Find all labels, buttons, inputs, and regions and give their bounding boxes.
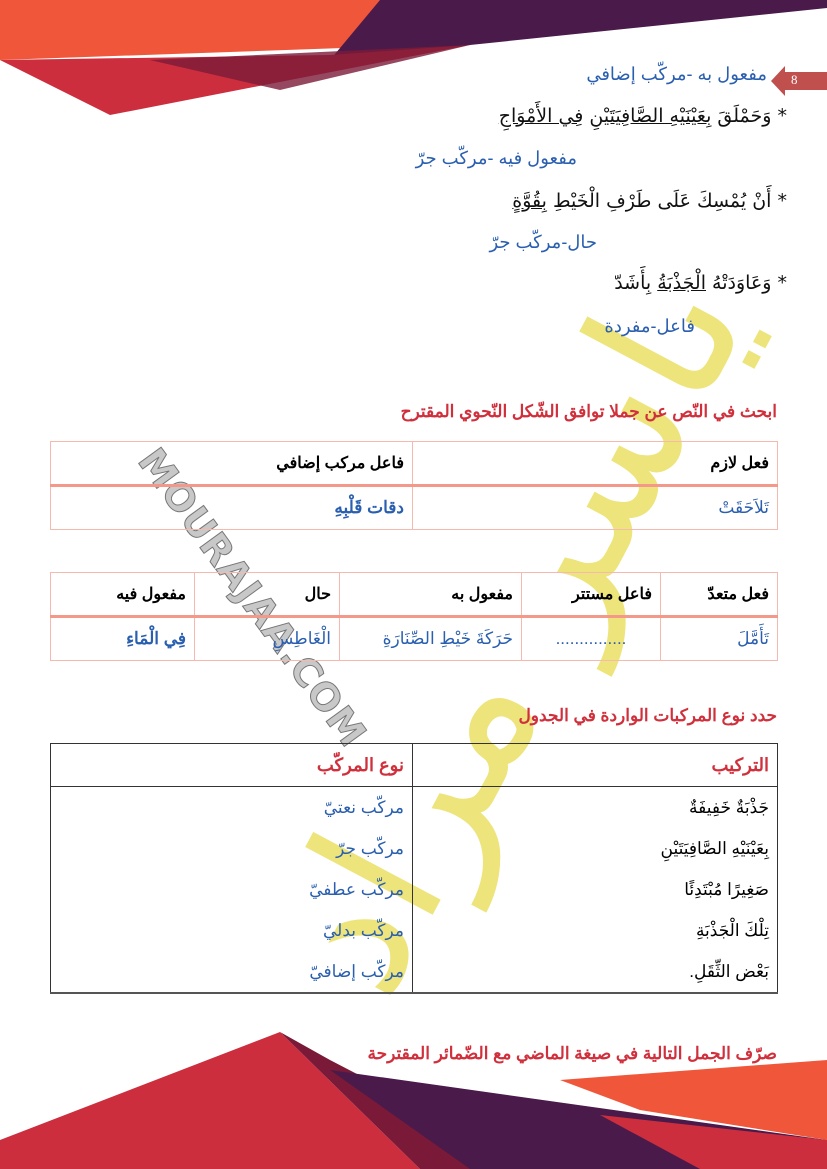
answer-cell: حَرَكَةَ خَيْطِ الصِّنَارَةِ [339,616,522,661]
answer-cell: فِي الْمَاءِ [50,616,195,661]
compound-cell: بَعْض الثِّقَلِ. [412,951,778,994]
header-cell: مفعول فيه [50,572,195,618]
sentence-text: بِأَشَدّ [614,272,658,294]
header-cell: فعل لازم [412,441,778,487]
underlined-phrase: بِعَيْنَيْهِ الصَّافِيَتَيْنِ [589,105,712,127]
answer-cell: تَلاَحَقَتْ [412,485,778,530]
compound-cell: صَغِيرًا مُبْتَدِئًا [412,869,778,910]
blank-cell: ............... [521,616,661,661]
header-cell: فاعل مستتر [521,572,661,618]
footer-decoration [0,1032,827,1169]
answer-cell: تَأَمَّلَ [660,616,778,661]
header-cell: نوع المركّب [50,743,413,787]
answer-cell: دقات قَلْبِهِ [50,485,413,530]
header-cell: حال [194,572,340,618]
type-cell: مركّب جرّ [50,828,413,869]
section1-heading: ابحث في النّص عن جملا توافق الشّكل النّح… [400,402,777,421]
underlined-phrase: الْجَذْبَةُ [657,272,706,294]
section3-heading: صرّف الجمل التالية في صيغة الماضي مع الض… [367,1044,777,1063]
answer-cell: الْغَاطِسِ [194,616,340,661]
sentence-2: * أَنْ يُمْسِكَ عَلَى طَرْفِ الْخَيْطِ ب… [512,190,787,212]
underlined-phrase: بِقُوَّةٍ [512,190,547,212]
compound-cell: جَذْبَةٌ خَفِيفَةٌ [412,786,778,828]
sentence-text: * أَنْ يُمْسِكَ عَلَى طَرْفِ الْخَيْطِ [546,190,787,212]
table-verb-transitive: فعل متعدّ فاعل مستتر مفعول به حال مفعول … [50,572,778,661]
sentence-3: * وَعَاوَدَتْهُ الْجَذْبَةُ بِأَشَدّ [614,272,787,294]
type-cell: مركّب عطفيّ [50,869,413,910]
header-cell: التركيب [412,743,778,787]
type-cell: مركّب نعتيّ [50,786,413,828]
type-cell: مركّب بدليّ [50,910,413,951]
answer-line-4: فاعل-مفردة [604,316,695,336]
answer-line-2: مفعول فيه -مركّب جرّ [415,148,577,168]
compound-cell: بِعَيْنَيْهِ الصَّافِيَتَيْنِ [412,828,778,869]
header-decoration [0,0,827,115]
answer-line-3: حال-مركّب جرّ [489,232,597,252]
type-cell: مركّب إضافيّ [50,951,413,994]
underlined-phrase: فِي الأَمْوَاجِ [498,105,584,127]
header-cell: فعل متعدّ [660,572,778,618]
header-cell: مفعول به [339,572,522,618]
sentence-text: * وَعَاوَدَتْهُ [706,272,787,294]
sentence-1: * وَحَمْلَقَ بِعَيْنَيْهِ الصَّافِيَتَيْ… [499,105,787,127]
sentence-text: * وَحَمْلَقَ [711,105,787,127]
page-number-tab: 8 [771,66,827,96]
section2-heading: حدد نوع المركبات الواردة في الجدول [518,706,777,725]
header-cell: فاعل مركب إضافي [50,441,413,487]
compound-cell: تِلْكَ الْجَذْبَةِ [412,910,778,951]
answer-line-1: مفعول به -مركّب إضافي [586,64,767,84]
page-number: 8 [791,72,798,87]
